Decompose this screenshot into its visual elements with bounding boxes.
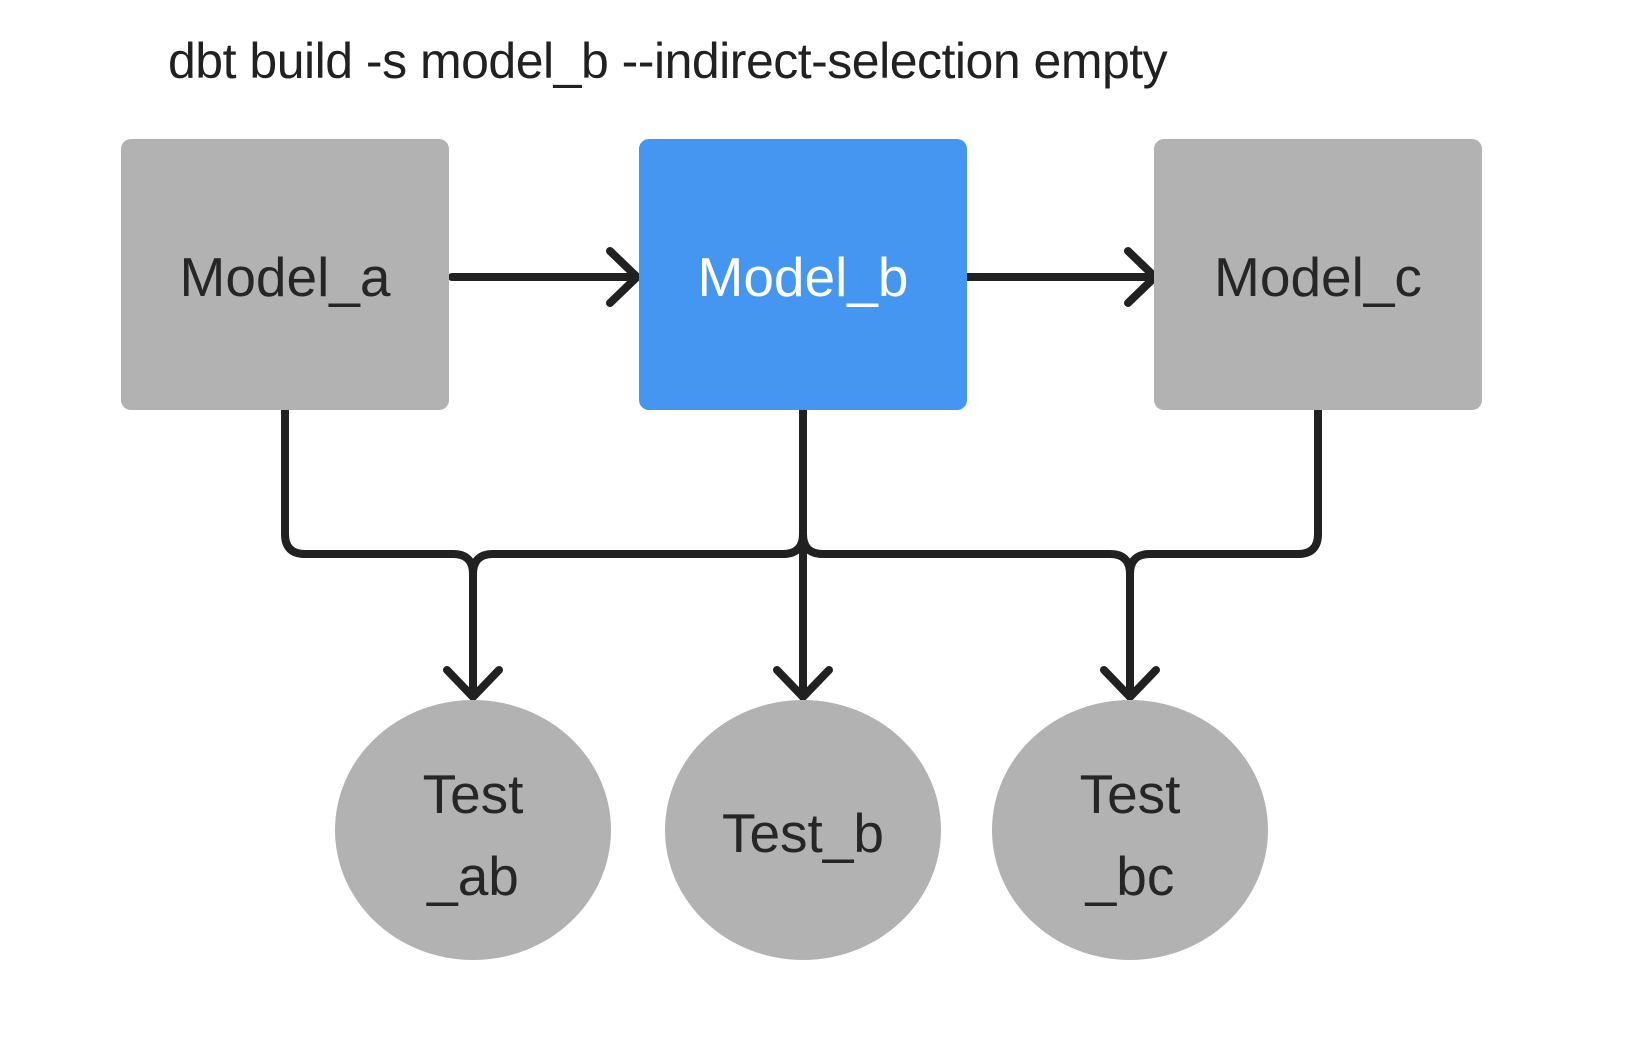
arrowhead-down-icon [443,666,503,701]
node-test-ab-label-line2: _ab [426,845,519,907]
edge-group [281,247,1322,701]
edge-model-b-to-test-ab [469,530,807,578]
test-node-group: Test _ab Test_b Test _bc [335,700,1268,960]
arrowhead-down-icon [1100,666,1160,701]
node-model-c [1154,139,1482,410]
node-test-b-label: Test_b [722,802,884,864]
arrowhead-down-icon [773,666,833,701]
model-node-group: Model_a Model_b Model_c [121,139,1482,410]
node-model-b-label: Model_b [698,246,909,308]
node-test-b [665,700,941,960]
node-model-c-label: Model_c [1214,246,1422,308]
node-test-bc-label-line2: _bc [1085,845,1175,907]
diagram-title: dbt build -s model_b --indirect-selectio… [168,33,1168,89]
node-test-ab-label-line1: Test [423,763,524,825]
edge-model-a-to-test-ab [281,406,477,699]
node-test-bc [992,700,1268,960]
node-test-bc-label-line1: Test [1080,763,1181,825]
edge-model-c-to-test-bc [1126,406,1322,578]
arrowhead-right-icon [606,247,641,307]
edge-model-b-to-test-bc [799,530,1134,699]
node-model-b-selected [639,139,967,410]
node-test-ab [335,700,611,960]
node-model-a-label: Model_a [180,246,391,308]
node-model-a [121,139,449,410]
